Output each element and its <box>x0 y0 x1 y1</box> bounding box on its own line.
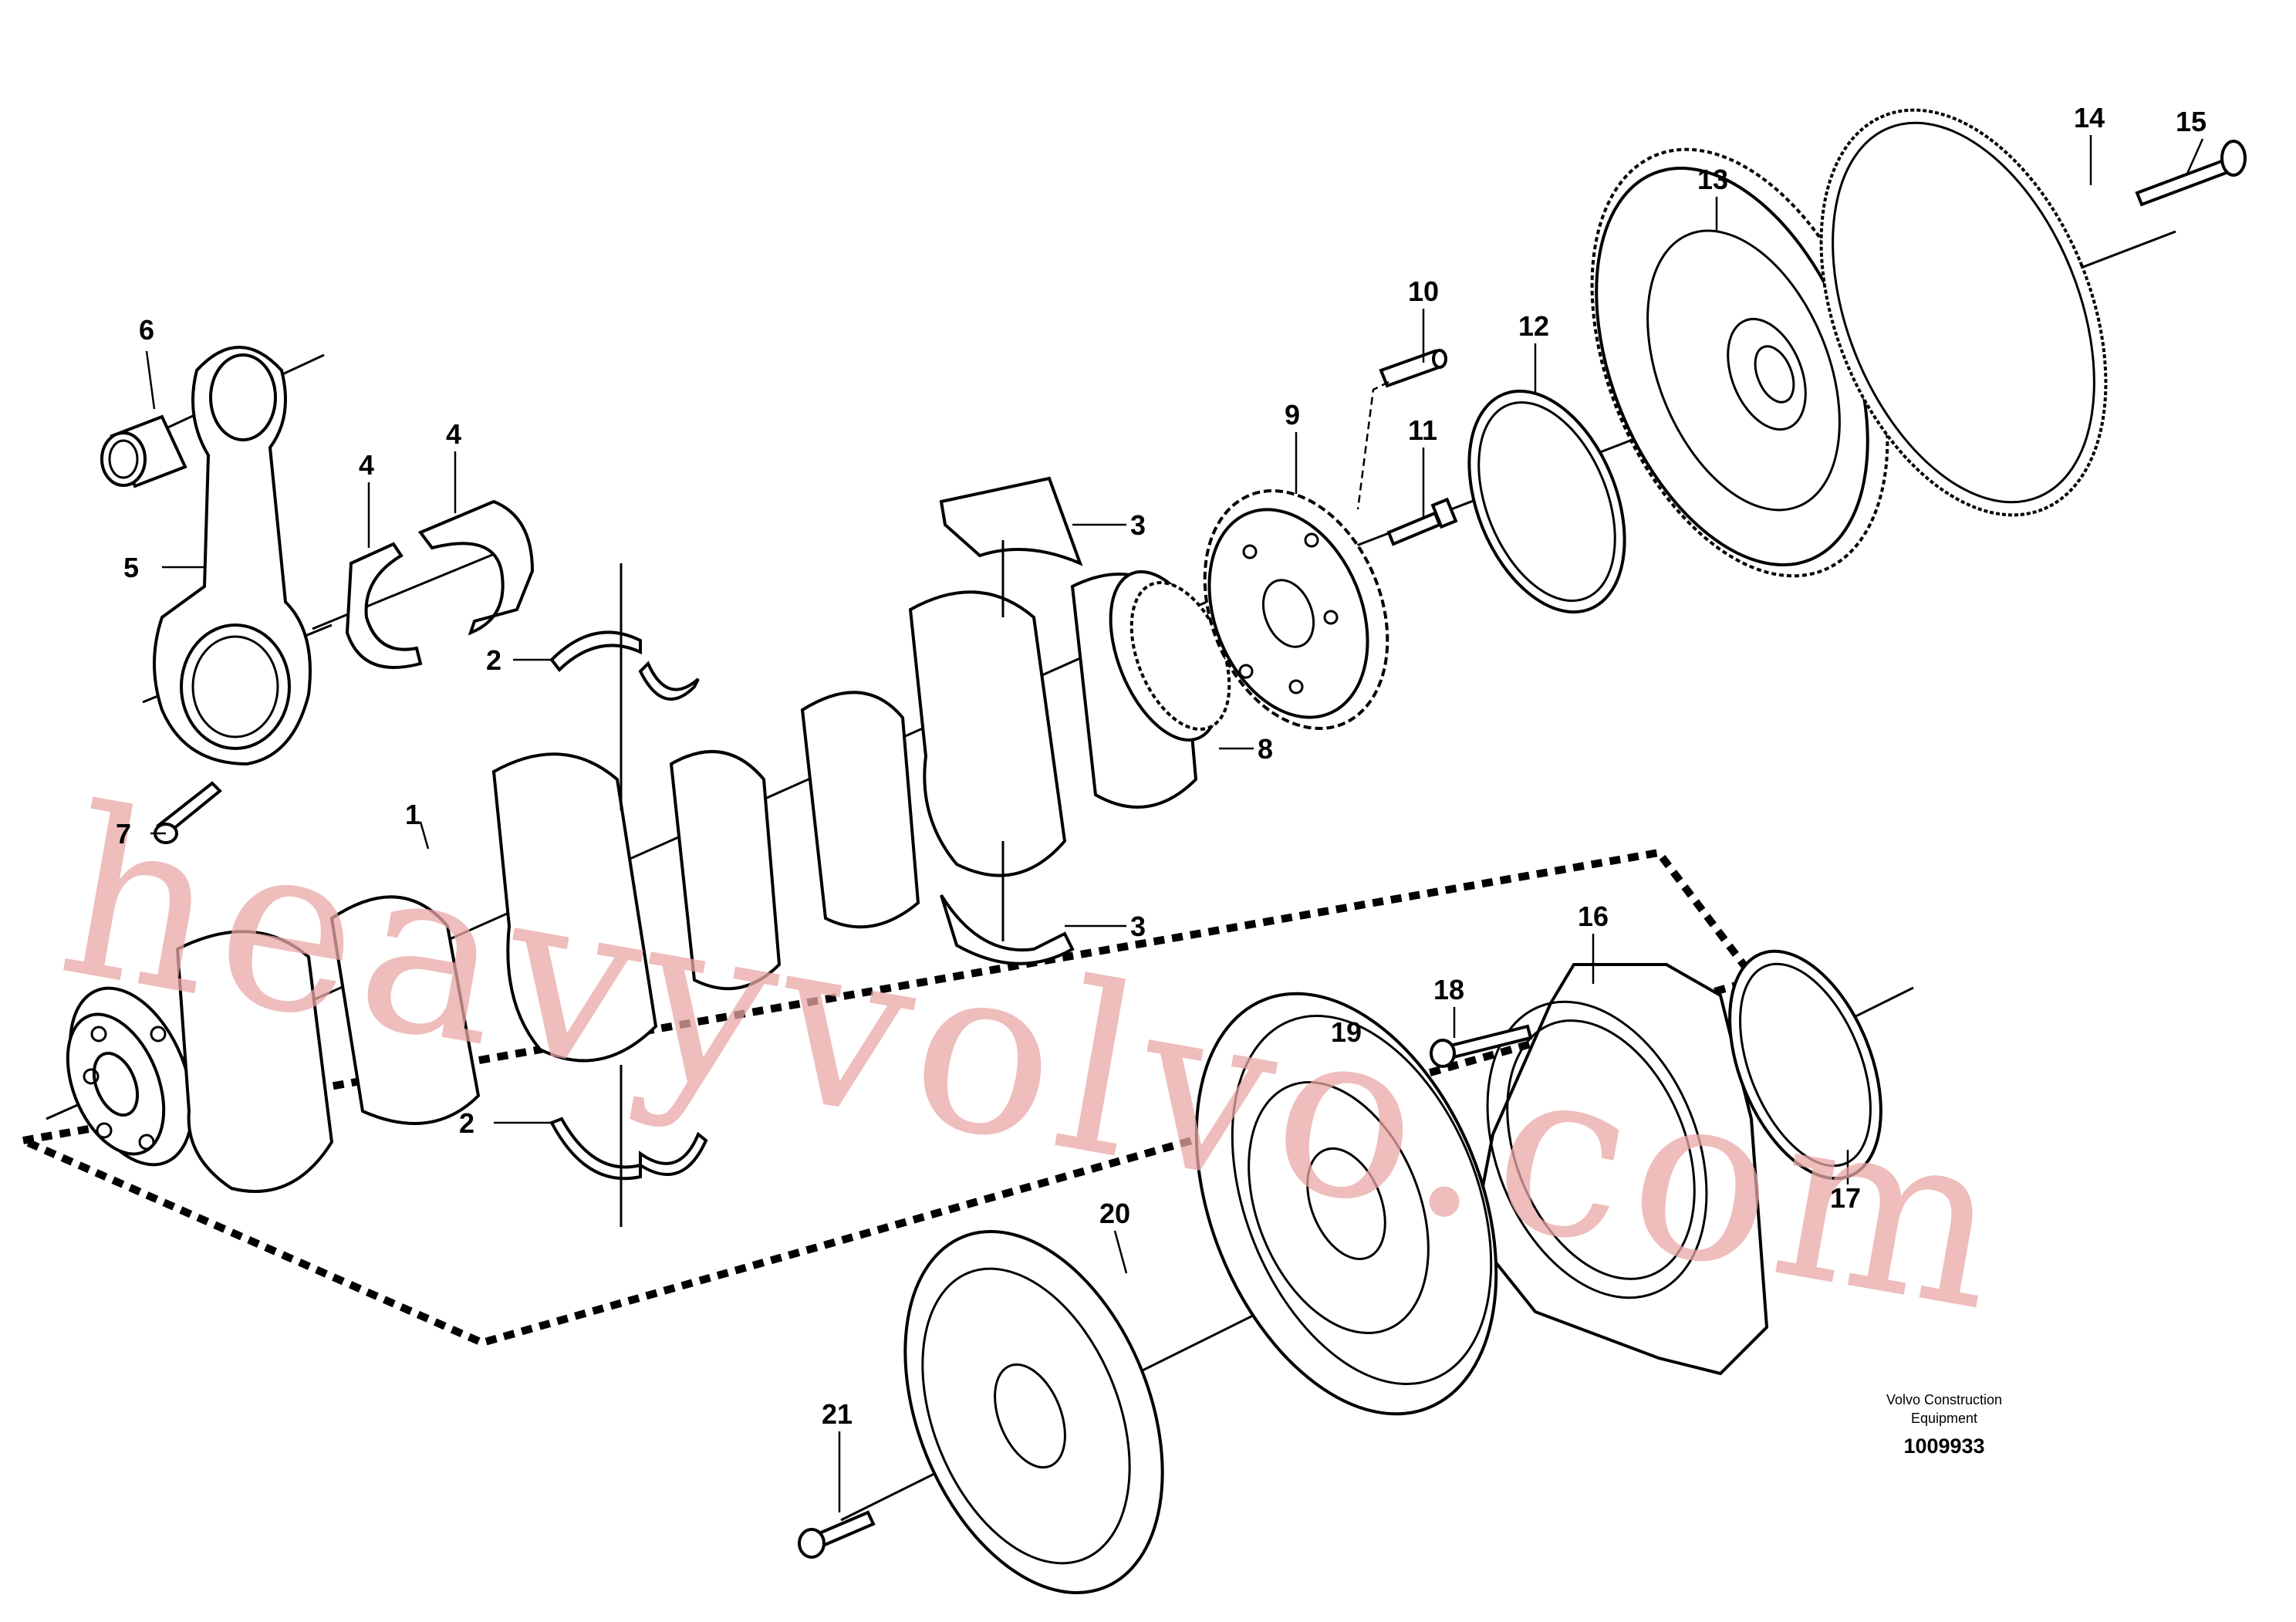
small-end-bushing <box>100 414 187 488</box>
callout-13: 13 <box>1697 164 1728 195</box>
carrier-bolt <box>1430 1024 1533 1068</box>
callout-1: 1 <box>405 799 420 830</box>
callout-5: 5 <box>123 552 139 583</box>
callout-17: 17 <box>1830 1182 1861 1214</box>
callout-9: 9 <box>1285 399 1300 431</box>
callout-2-lower: 2 <box>459 1107 474 1139</box>
callout-10: 10 <box>1408 275 1439 307</box>
vibration-damper <box>1194 992 1498 1416</box>
callout-4-left: 4 <box>359 449 374 481</box>
main-bearing-shells <box>939 476 1083 965</box>
dowel-pin <box>1356 349 1447 510</box>
leader-lines <box>145 135 2204 1512</box>
connecting-rod <box>153 346 312 766</box>
pulley-bolt <box>798 1510 876 1559</box>
callout-12: 12 <box>1518 310 1549 342</box>
drawing-number: 1009933 <box>1903 1434 1984 1458</box>
seal-carrier <box>1471 963 1769 1376</box>
big-end-bearing-shells <box>345 499 535 669</box>
timing-gear <box>1203 489 1389 730</box>
callout-4-right: 4 <box>446 418 461 450</box>
callout-11: 11 <box>1408 414 1437 446</box>
callout-18: 18 <box>1433 974 1464 1005</box>
callout-14: 14 <box>2074 102 2105 133</box>
callout-3-lower: 3 <box>1130 911 1146 942</box>
credit-line-1: Volvo Construction <box>1886 1392 2002 1407</box>
callout-19: 19 <box>1331 1016 1362 1048</box>
callout-2-upper: 2 <box>486 644 501 676</box>
callout-16: 16 <box>1578 901 1609 932</box>
flywheel-bolt <box>2135 140 2247 207</box>
thrust-washers <box>549 563 708 1227</box>
rear-seal-ring <box>1728 949 1882 1181</box>
flywheel <box>1590 147 1889 578</box>
callout-6: 6 <box>139 314 154 346</box>
callout-3-upper: 3 <box>1130 509 1146 541</box>
pulley <box>903 1229 1164 1595</box>
callout-20: 20 <box>1099 1198 1130 1229</box>
seal-ring <box>1467 389 1626 614</box>
callout-7: 7 <box>116 818 131 850</box>
credit-line-2: Equipment <box>1911 1411 1977 1426</box>
ring-gear <box>1819 108 2108 517</box>
callout-21: 21 <box>822 1398 853 1430</box>
callout-15: 15 <box>2176 106 2207 137</box>
callout-8: 8 <box>1258 733 1273 765</box>
flywheel-screw <box>1386 497 1458 546</box>
